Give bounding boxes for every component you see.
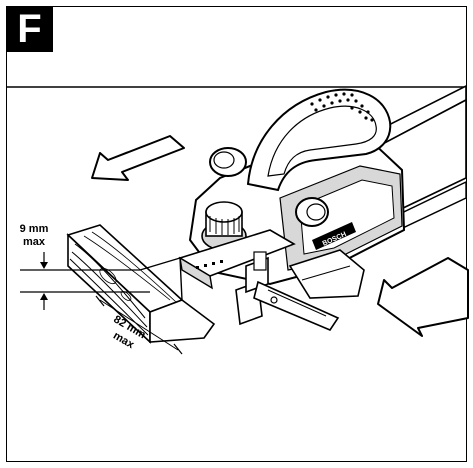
- feed-direction-arrow: [91, 135, 185, 181]
- parallel-guide-fence: [235, 251, 340, 331]
- workpiece-board: [66, 224, 216, 344]
- planer-sole: [178, 229, 296, 290]
- front-knob: [209, 147, 247, 177]
- width-dimension: [95, 295, 183, 355]
- depth-dimension: [20, 252, 150, 310]
- figure-label: F: [6, 6, 53, 52]
- depth-unit-label: max: [23, 236, 46, 248]
- side-knob: [295, 197, 329, 227]
- rebate-stop-plate: [288, 249, 365, 299]
- push-direction-arrow: [377, 257, 469, 337]
- depth-value-label: 9 mm: [20, 223, 49, 235]
- planer-handle: [246, 88, 392, 192]
